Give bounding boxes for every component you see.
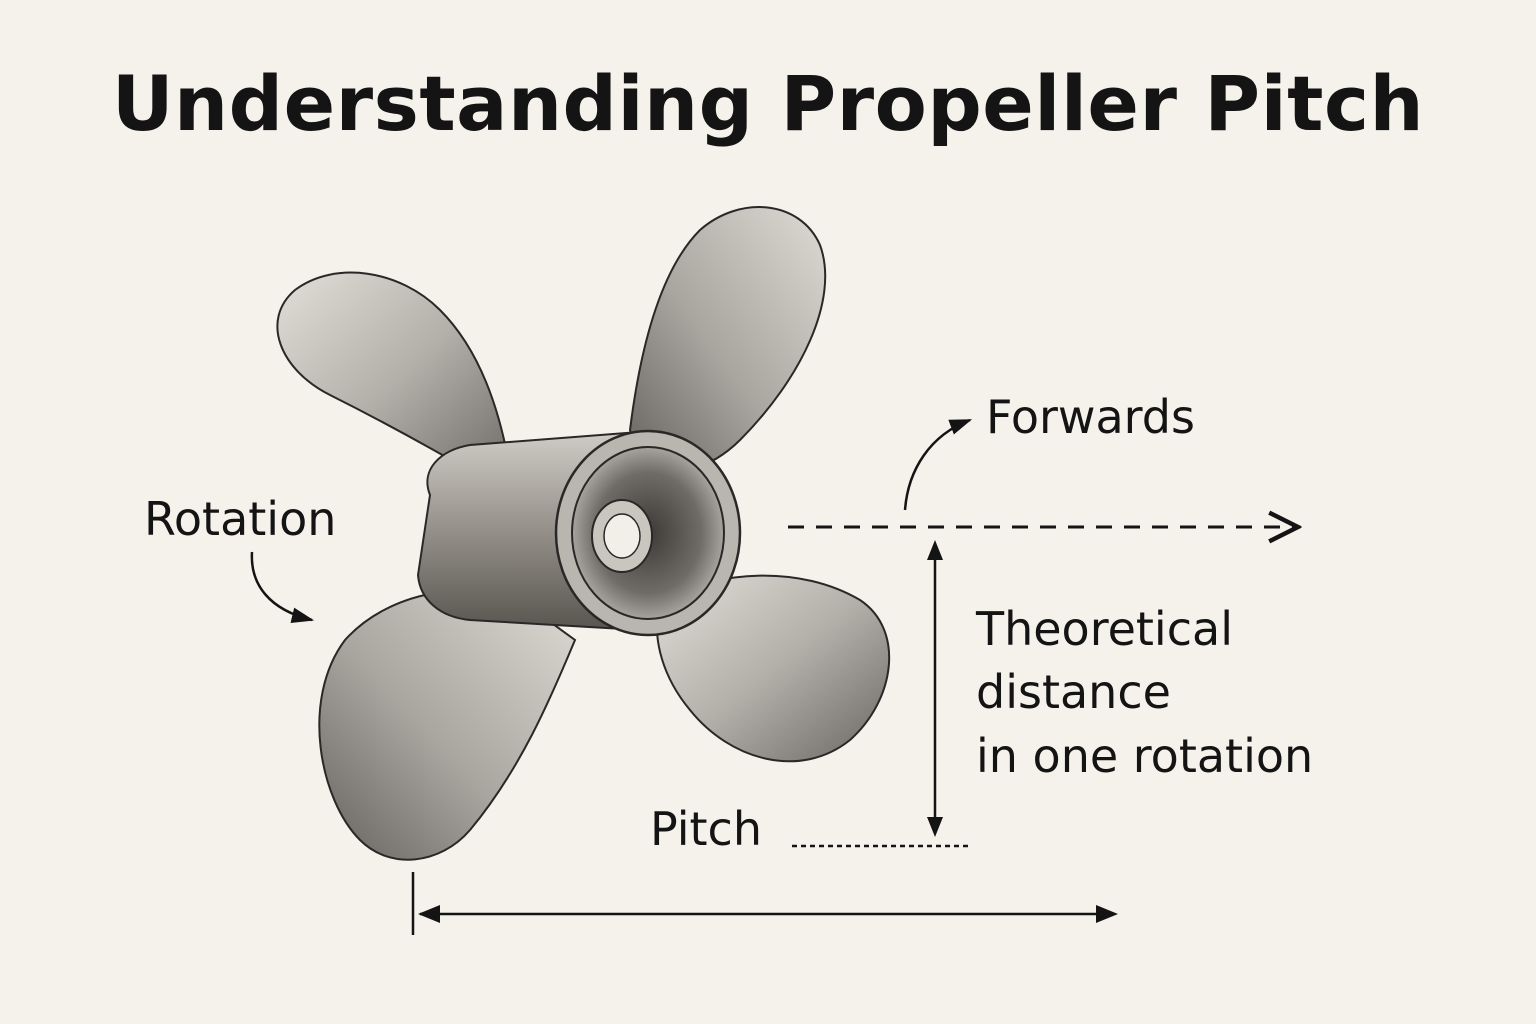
propeller-blade-upper-right bbox=[628, 206, 827, 475]
forwards-arrow bbox=[903, 418, 973, 511]
distance-arrowhead-top bbox=[927, 540, 943, 560]
propeller-illustration bbox=[276, 206, 891, 861]
propeller-blade-lower-left bbox=[318, 589, 577, 861]
distance-label-line-3: in one rotation bbox=[976, 728, 1314, 783]
pitch-arrowhead-right bbox=[1096, 905, 1118, 923]
pitch-arrowhead-left bbox=[418, 905, 440, 923]
propeller-blade-lower-right bbox=[655, 574, 891, 763]
theoretical-distance-label: Theoretical distance in one rotation bbox=[976, 598, 1313, 788]
propeller-blade-upper-left bbox=[276, 271, 512, 494]
distance-arrowhead-bottom bbox=[927, 817, 943, 837]
forwards-label: Forwards bbox=[986, 390, 1195, 444]
rotation-arrow bbox=[250, 551, 315, 623]
rotation-label: Rotation bbox=[144, 492, 337, 546]
distance-label-line-2: distance bbox=[976, 665, 1171, 720]
page-title: Understanding Propeller Pitch bbox=[111, 59, 1425, 148]
pitch-label: Pitch bbox=[650, 802, 762, 856]
propeller-shaft-hole bbox=[603, 513, 641, 559]
distance-label-line-1: Theoretical bbox=[976, 602, 1233, 656]
